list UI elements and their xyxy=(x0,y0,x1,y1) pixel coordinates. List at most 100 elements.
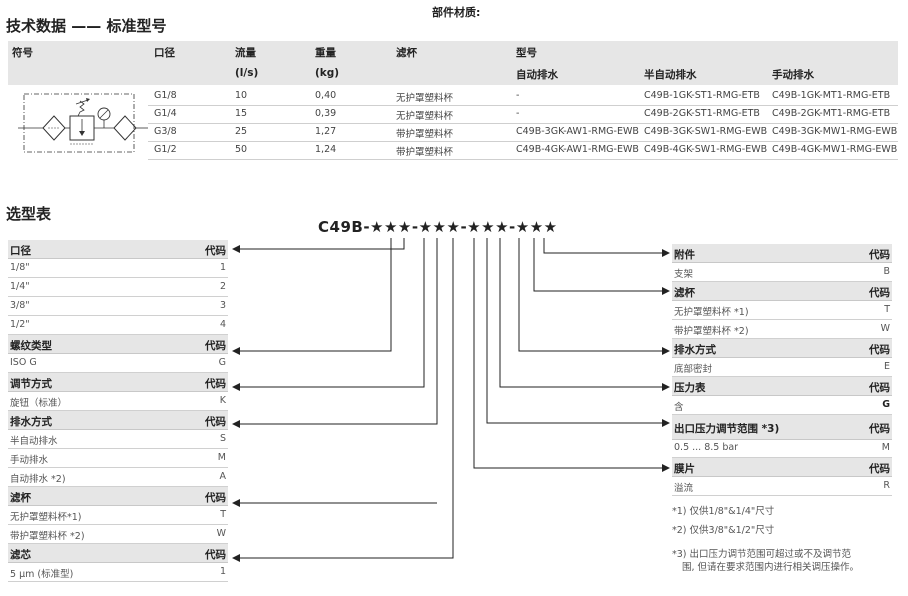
option-group-header: 排水方式代码 xyxy=(672,339,892,358)
tech-table-header xyxy=(8,41,898,85)
option-code: A xyxy=(219,471,227,482)
model-code: C49B-★★★-★★★-★★★-★★★ xyxy=(318,218,558,236)
option-label: 附件 xyxy=(674,249,695,261)
option-label: 5 μm (标准型) xyxy=(10,569,74,580)
col-auto: 自动排水 xyxy=(516,69,558,81)
option-code: 代码 xyxy=(869,423,890,435)
option-group-header: 滤芯 代码 xyxy=(8,544,228,563)
option-row: 1/8"1 xyxy=(8,259,228,278)
option-label: 带护罩塑料杯 *2) xyxy=(10,531,85,542)
option-row: 1/2" 4 xyxy=(8,316,228,335)
col-manual: 手动排水 xyxy=(772,69,814,81)
cell-bowl: 无护罩塑料杯 xyxy=(396,111,454,122)
cell-manual: C49B-1GK-MT1-RMG-ETB xyxy=(772,90,891,101)
option-row: 无护罩塑料杯 *1) T xyxy=(672,301,892,320)
option-code: B xyxy=(883,266,890,277)
col-semi: 半自动排水 xyxy=(644,69,697,81)
option-label: 支架 xyxy=(674,269,694,280)
cell-manual: C49B-4GK-MW1-RMG-EWB xyxy=(772,144,898,155)
cell-weight: 1,24 xyxy=(315,144,337,155)
cell-bowl: 带护罩塑料杯 xyxy=(396,147,454,158)
option-row: 旋钮（标准）K xyxy=(8,392,228,411)
option-group-header: 口径代码 xyxy=(8,240,228,259)
option-code: T xyxy=(220,509,226,520)
option-label: 1/4" xyxy=(10,281,30,292)
cell-semi: C49B-1GK-ST1-RMG-ETB xyxy=(644,90,760,101)
cell-auto: - xyxy=(516,108,520,119)
option-row: 支架 B xyxy=(672,263,892,282)
option-code: S xyxy=(219,433,226,444)
option-label: 膜片 xyxy=(674,463,695,475)
option-label: ISO G xyxy=(10,357,37,368)
option-code: 代码 xyxy=(205,245,226,257)
option-group-header: 附件 代码 xyxy=(672,244,892,263)
tech-table-row: G1/2 50 1,24 带护罩塑料杯 C49B-4GK-AW1-RMG-EWB C49B… xyxy=(148,141,898,160)
cell-port: G1/4 xyxy=(154,108,177,119)
option-row: 5 μm (标准型)1 xyxy=(8,563,228,582)
option-code: E xyxy=(883,361,890,372)
col-symbol: 符号 xyxy=(12,47,33,59)
option-code: 代码 xyxy=(205,416,226,428)
option-code: G xyxy=(882,399,890,410)
option-label: 压力表 xyxy=(674,382,706,394)
option-row: 无护罩塑料杯*1) T xyxy=(8,506,228,525)
option-row: 3/8"3 xyxy=(8,297,228,316)
col-model: 型号 xyxy=(516,47,537,59)
option-label: 无护罩塑料杯*1) xyxy=(10,512,82,523)
option-code: 代码 xyxy=(869,249,890,261)
option-row: 1/4"2 xyxy=(8,278,228,297)
col-flow: 流量 xyxy=(235,47,256,59)
option-code: 代码 xyxy=(205,549,226,561)
note-1: *1) 仅供1/8"&1/4"尺寸 xyxy=(672,506,775,517)
note-3-cont: 围, 但请在要求范围内进行相关调压操作。 xyxy=(682,562,860,573)
option-code: G xyxy=(218,357,226,368)
option-code: K xyxy=(219,395,226,406)
option-code: 代码 xyxy=(869,463,890,475)
option-group-header: 出口压力调节范围 *3) 代码 xyxy=(672,415,892,440)
cell-weight: 0,40 xyxy=(315,90,337,101)
option-group-header: 滤杯代码 xyxy=(8,487,228,506)
cell-weight: 0,39 xyxy=(315,108,337,119)
selection-title: 选型表 xyxy=(6,205,52,223)
cell-weight: 1,27 xyxy=(315,126,337,137)
cell-auto: - xyxy=(516,90,520,101)
col-weight-unit: (kg) xyxy=(315,67,340,79)
option-code: 代码 xyxy=(869,287,890,299)
option-row: 带护罩塑料杯 *2)W xyxy=(8,525,228,544)
option-label: 调节方式 xyxy=(10,378,52,390)
option-label: 出口压力调节范围 *3) xyxy=(674,423,780,435)
option-code: M xyxy=(881,442,890,453)
option-code: 代码 xyxy=(205,492,226,504)
option-label: 滤芯 xyxy=(10,549,31,561)
cell-flow: 50 xyxy=(235,144,248,155)
cell-port: G1/2 xyxy=(154,144,177,155)
option-code: T xyxy=(884,304,890,315)
option-code: M xyxy=(217,452,226,463)
option-group-header: 膜片 代码 xyxy=(672,458,892,477)
option-label: 带护罩塑料杯 *2) xyxy=(674,326,749,337)
option-group-header: 排水方式 代码 xyxy=(8,411,228,430)
option-code: 代码 xyxy=(869,382,890,394)
option-label: 排水方式 xyxy=(10,416,52,428)
option-code: 4 xyxy=(219,319,226,330)
option-label: 溢流 xyxy=(674,483,694,494)
option-label: 无护罩塑料杯 *1) xyxy=(674,307,749,318)
option-label: 排水方式 xyxy=(674,344,716,356)
col-weight: 重量 xyxy=(315,47,336,59)
cell-auto: C49B-4GK-AW1-RMG-EWB xyxy=(516,144,639,155)
option-code: 代码 xyxy=(205,378,226,390)
filter-regulator-symbol-icon xyxy=(18,93,148,153)
option-group-header: 压力表 代码 xyxy=(672,377,892,396)
option-label: 1/2" xyxy=(10,319,30,330)
option-code: 1 xyxy=(219,262,226,273)
